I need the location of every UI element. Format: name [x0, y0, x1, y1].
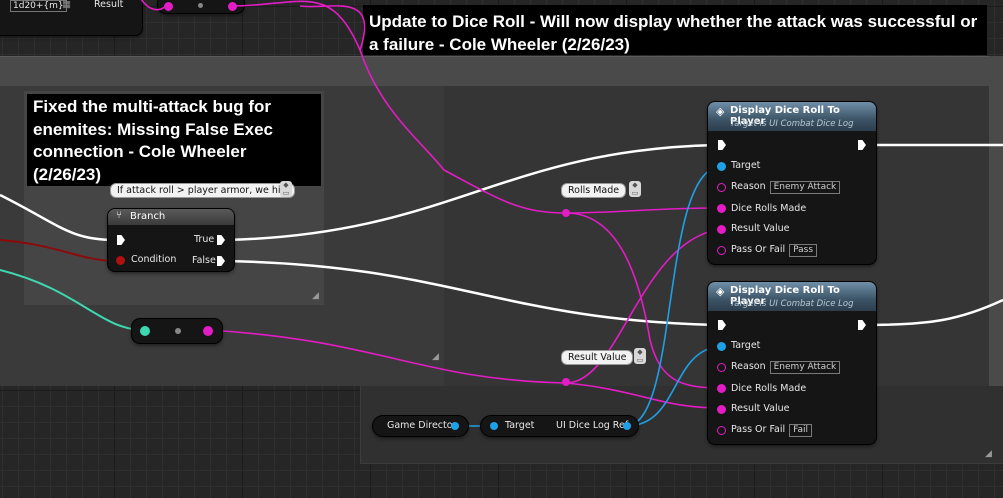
exec-input-pin[interactable]: [718, 320, 726, 330]
condition-pin[interactable]: [116, 256, 125, 265]
target-input-pin[interactable]: [490, 422, 498, 430]
dice-rolls-label: Dice Rolls Made: [731, 383, 807, 394]
branch-node[interactable]: ⑂ Branch True Condition False: [108, 209, 234, 271]
input-pin[interactable]: [164, 2, 173, 11]
comment-title[interactable]: Update to Dice Roll - Will now display w…: [363, 5, 987, 55]
dice-rolls-pin[interactable]: [717, 384, 726, 393]
comment-box-multi-attack[interactable]: Fixed the multi-attack bug for enemites:…: [24, 91, 324, 305]
reason-pin[interactable]: [717, 363, 726, 372]
d20-default-value[interactable]: 1d20+{m}: [10, 0, 67, 12]
dice-log-ref-output-pin[interactable]: [623, 422, 631, 430]
input-pin[interactable]: [140, 326, 150, 336]
node-subtitle: Target is UI Combat Dice Log: [730, 119, 854, 129]
comment-title[interactable]: Fixed the multi-attack bug for enemites:…: [27, 94, 321, 186]
node-title: Display Dice Roll To Player: [730, 105, 840, 127]
pass-or-fail-value-field[interactable]: Pass: [789, 244, 818, 257]
pass-or-fail-value-field[interactable]: Fail: [789, 424, 813, 437]
rolls-made-reroute-dot[interactable]: [562, 209, 570, 217]
rolls-made-text: Rolls Made: [568, 185, 620, 196]
dice-rolls-pin[interactable]: [717, 204, 726, 213]
partial-roll-node[interactable]: 1d20+{m} ▦ Result: [0, 0, 142, 35]
true-label: True: [194, 234, 215, 245]
resize-handle-icon[interactable]: ◢: [312, 291, 319, 301]
node-header: ◈ Display Dice Roll To Player Target is …: [708, 102, 876, 131]
branch-header: ⑂ Branch: [108, 209, 234, 225]
comment-box-outer[interactable]: [0, 56, 1003, 87]
target-label: Target: [731, 160, 761, 171]
bubble-pin-icon[interactable]: ◆▭: [280, 181, 292, 197]
node-subtitle: Target is UI Combat Dice Log: [730, 299, 854, 309]
exec-true-pin[interactable]: [217, 235, 225, 245]
output-pin[interactable]: [203, 326, 213, 336]
dice-rolls-label: Dice Rolls Made: [731, 203, 807, 214]
pass-or-fail-pin[interactable]: [717, 246, 726, 255]
game-director-label: Game Director: [387, 420, 457, 431]
branch-icon: ⑂: [116, 210, 122, 221]
exec-output-pin[interactable]: [858, 140, 866, 150]
reason-value-field[interactable]: Enemy Attack: [769, 361, 841, 374]
exec-false-pin[interactable]: [217, 256, 225, 266]
branch-comment-bubble[interactable]: If attack roll > player armor, we hit!: [110, 183, 296, 198]
center-dot: [175, 328, 181, 334]
game-director-node[interactable]: Game Director: [373, 416, 468, 436]
result-value-text: Result Value: [568, 352, 627, 363]
display-dice-roll-node-fail[interactable]: ◈ Display Dice Roll To Player Target is …: [708, 282, 876, 444]
target-label: Target: [731, 340, 761, 351]
pass-or-fail-pin[interactable]: [717, 426, 726, 435]
branch-title: Branch: [130, 211, 166, 222]
reroute-node-mid[interactable]: [132, 319, 222, 343]
exec-input-pin[interactable]: [718, 140, 726, 150]
false-label: False: [192, 255, 216, 266]
bubble-text: If attack roll > player armor, we hit!: [117, 185, 289, 196]
dice-log-ref-node[interactable]: Target UI Dice Log Ref: [481, 416, 638, 436]
condition-label: Condition: [131, 254, 177, 265]
node-header: ◈ Display Dice Roll To Player Target is …: [708, 282, 876, 311]
center-dot: [198, 3, 203, 8]
reason-pin[interactable]: [717, 183, 726, 192]
rolls-made-label[interactable]: Rolls Made: [561, 183, 627, 198]
result-value-pin-icon[interactable]: ◆▭: [634, 348, 646, 364]
result-value-pin[interactable]: [717, 405, 726, 414]
game-director-output-pin[interactable]: [451, 422, 459, 430]
target-label: Target: [505, 420, 535, 431]
function-icon: ◈: [716, 105, 725, 118]
result-value-label[interactable]: Result Value: [561, 350, 634, 365]
result-pin-label: Result: [94, 0, 124, 10]
grid-icon: ▦: [62, 0, 71, 10]
dice-log-ref-label: UI Dice Log Ref: [556, 420, 629, 431]
resize-handle-icon[interactable]: ◢: [985, 449, 992, 459]
result-value-pin-label: Result Value: [731, 223, 790, 234]
exec-output-pin[interactable]: [858, 320, 866, 330]
display-dice-roll-node-pass[interactable]: ◈ Display Dice Roll To Player Target is …: [708, 102, 876, 264]
exec-input-pin[interactable]: [117, 235, 125, 245]
function-icon: ◈: [716, 285, 725, 298]
node-title: Display Dice Roll To Player: [730, 285, 840, 307]
result-value-reroute-dot[interactable]: [562, 378, 570, 386]
resize-handle-icon[interactable]: ◢: [432, 352, 439, 362]
target-pin[interactable]: [717, 162, 726, 171]
rolls-made-pin-icon[interactable]: ◆▭: [629, 181, 641, 197]
reason-value-field[interactable]: Enemy Attack: [769, 181, 841, 194]
result-value-pin-label: Result Value: [731, 403, 790, 414]
result-value-pin[interactable]: [717, 225, 726, 234]
target-pin[interactable]: [717, 342, 726, 351]
